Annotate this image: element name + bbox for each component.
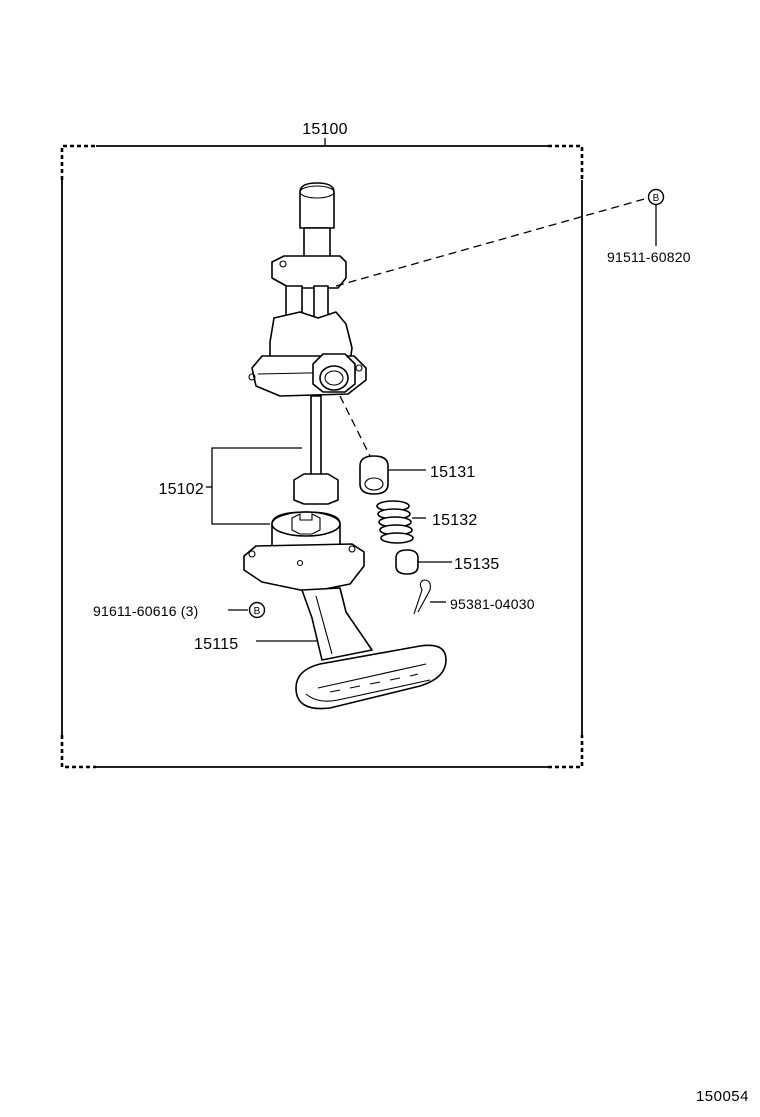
figure-code: 150054 [696,1088,749,1105]
label-15135: 15135 [454,556,500,573]
cotter-pin [413,579,431,615]
label-95381-04030: 95381-04030 [450,596,535,612]
ref-mark-b-icon: B [248,601,266,619]
svg-text:B: B [653,193,660,204]
label-91611-60616: 91611-60616 (3) [93,603,198,619]
label-15115: 15115 [194,636,238,653]
assembly-frame [60,138,584,769]
relief-valve-retainer [395,549,419,575]
relief-valve-plunger [359,455,389,495]
pump-inner-shaft [293,395,339,505]
label-15132: 15132 [432,512,478,529]
label-15102: 15102 [159,481,205,498]
ref-mark-b-icon: B [647,188,665,206]
valve-axis-dashed-line [339,395,371,457]
pump-drive-shaft [299,182,335,263]
leader-15102 [206,447,302,525]
label-15131: 15131 [430,464,476,481]
bolt-reference-dashed-line [335,197,649,287]
assembly-part-number: 15100 [302,121,348,138]
oil-strainer [295,587,447,710]
label-91511-60820: 91511-60820 [607,249,691,265]
pump-body-lower [243,543,365,593]
pump-body-upper [248,255,367,397]
svg-text:B: B [254,606,261,617]
relief-valve-spring [376,500,414,544]
